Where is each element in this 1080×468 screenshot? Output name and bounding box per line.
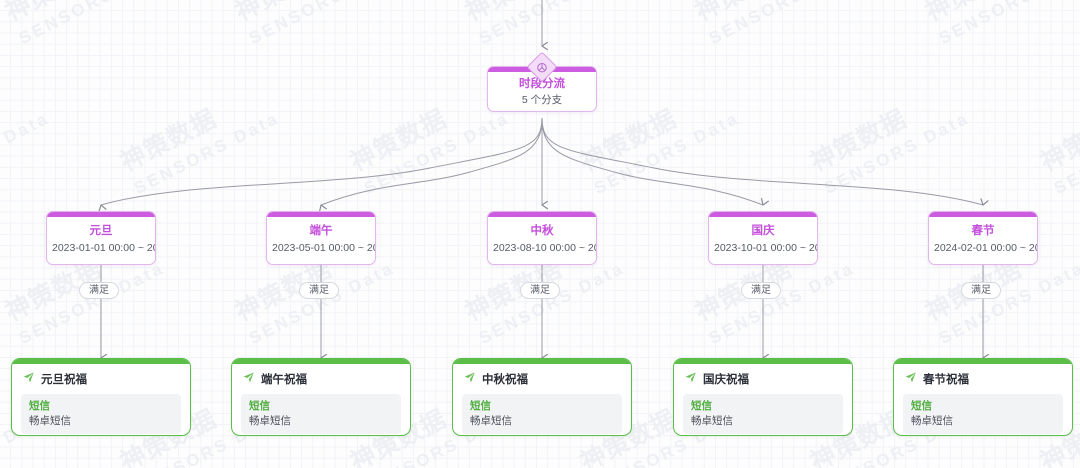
- root-node-subtitle: 5 个分支: [521, 94, 563, 106]
- action-node-5-accent-bar: [894, 359, 1072, 364]
- branch-node-5-range: 2024-02-01 00:00 ~ 20...: [934, 242, 1037, 254]
- condition-pill-1[interactable]: 满足: [79, 282, 119, 299]
- branch-node-1[interactable]: 元旦 2023-01-01 00:00 ~ 20...: [46, 211, 156, 265]
- action-node-3-title: 中秋祝福: [482, 374, 528, 386]
- branch-node-2[interactable]: 端午 2023-05-01 00:00 ~ 20...: [266, 211, 376, 265]
- edge-root-to-branch-4: [541, 117, 769, 206]
- paper-plane-icon: [904, 371, 917, 389]
- condition-pill-4[interactable]: 满足: [741, 282, 781, 299]
- edge-root-to-branch-5: [541, 117, 989, 206]
- root-node-time-split[interactable]: 时段分流 5 个分支: [487, 51, 597, 112]
- action-node-3-body: 短信 畅卓短信: [462, 394, 622, 434]
- branch-node-5-title: 春节: [971, 225, 995, 237]
- action-node-5-body: 短信 畅卓短信: [903, 394, 1063, 434]
- action-node-3-provider: 畅卓短信: [470, 415, 512, 427]
- action-node-2-body: 短信 畅卓短信: [241, 394, 401, 434]
- action-node-3[interactable]: 中秋祝福 短信 畅卓短信: [452, 358, 632, 436]
- action-node-5-provider: 畅卓短信: [911, 415, 953, 427]
- action-node-1-header: 元旦祝福: [12, 364, 190, 394]
- branch-node-2-accent-bar: [267, 212, 375, 217]
- root-node-title: 时段分流: [519, 78, 565, 90]
- action-node-1[interactable]: 元旦祝福 短信 畅卓短信: [11, 358, 191, 436]
- action-node-4-header: 国庆祝福: [674, 364, 852, 394]
- branch-node-4-title: 国庆: [751, 225, 775, 237]
- branch-node-2-range: 2023-05-01 00:00 ~ 20...: [272, 242, 375, 254]
- action-node-4-provider: 畅卓短信: [691, 415, 733, 427]
- condition-pill-3[interactable]: 满足: [520, 282, 560, 299]
- branch-node-3-range: 2023-08-10 00:00 ~ 20...: [493, 242, 596, 254]
- action-node-2-header: 端午祝福: [232, 364, 410, 394]
- branch-node-2-title: 端午: [309, 225, 333, 237]
- branch-node-1-range: 2023-01-01 00:00 ~ 20...: [52, 242, 155, 254]
- edge-root-to-branch-2: [319, 117, 543, 212]
- action-node-4-body: 短信 畅卓短信: [683, 394, 843, 434]
- edge-root-to-branch-1: [98, 117, 543, 212]
- action-node-2-accent-bar: [232, 359, 410, 364]
- branch-node-4-range: 2023-10-01 00:00 ~ 20...: [714, 242, 817, 254]
- action-node-4-channel: 短信: [691, 400, 712, 412]
- action-node-5-header: 春节祝福: [894, 364, 1072, 394]
- split-branch-icon: [526, 51, 558, 83]
- action-node-2[interactable]: 端午祝福 短信 畅卓短信: [231, 358, 411, 436]
- action-node-3-accent-bar: [453, 359, 631, 364]
- paper-plane-icon: [463, 371, 476, 389]
- action-node-5-channel: 短信: [911, 400, 932, 412]
- paper-plane-icon: [22, 371, 35, 389]
- branch-node-4[interactable]: 国庆 2023-10-01 00:00 ~ 20...: [708, 211, 818, 265]
- action-node-1-title: 元旦祝福: [41, 374, 87, 386]
- branch-node-5-accent-bar: [929, 212, 1037, 217]
- action-node-2-provider: 畅卓短信: [249, 415, 291, 427]
- action-node-1-accent-bar: [12, 359, 190, 364]
- action-node-4-title: 国庆祝福: [703, 374, 749, 386]
- paper-plane-icon: [242, 371, 255, 389]
- action-node-1-channel: 短信: [29, 400, 50, 412]
- action-node-4-accent-bar: [674, 359, 852, 364]
- branch-node-1-accent-bar: [47, 212, 155, 217]
- condition-pill-5[interactable]: 满足: [961, 282, 1001, 299]
- action-node-3-channel: 短信: [470, 400, 491, 412]
- action-node-1-body: 短信 畅卓短信: [21, 394, 181, 434]
- branch-node-3[interactable]: 中秋 2023-08-10 00:00 ~ 20...: [487, 211, 597, 265]
- branch-node-5[interactable]: 春节 2024-02-01 00:00 ~ 20...: [928, 211, 1038, 265]
- action-node-5[interactable]: 春节祝福 短信 畅卓短信: [893, 358, 1073, 436]
- action-node-2-title: 端午祝福: [261, 374, 307, 386]
- paper-plane-icon: [684, 371, 697, 389]
- action-node-2-channel: 短信: [249, 400, 270, 412]
- branch-node-4-accent-bar: [709, 212, 817, 217]
- branch-node-3-title: 中秋: [530, 225, 554, 237]
- action-node-5-title: 春节祝福: [923, 374, 969, 386]
- condition-pill-2[interactable]: 满足: [299, 282, 339, 299]
- branch-node-3-accent-bar: [488, 212, 596, 217]
- branch-node-1-title: 元旦: [89, 225, 113, 237]
- action-node-4[interactable]: 国庆祝福 短信 畅卓短信: [673, 358, 853, 436]
- action-node-3-header: 中秋祝福: [453, 364, 631, 394]
- action-node-1-provider: 畅卓短信: [29, 415, 71, 427]
